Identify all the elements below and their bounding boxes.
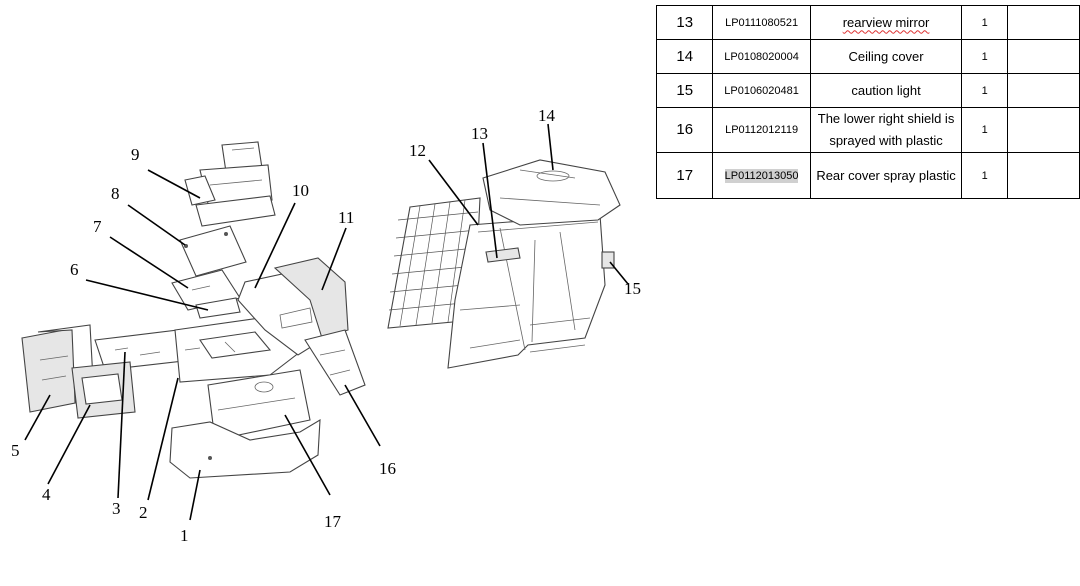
part-number: 16 [655, 107, 714, 153]
part-qty: 1 [961, 152, 1008, 199]
table-row: 15 LP0106020481 caution light 1 [655, 73, 1080, 108]
table-row: 16 LP0112012119 The lower right shield i… [655, 107, 1080, 153]
callout-5: 5 [11, 441, 20, 460]
part-name: Ceiling cover [809, 39, 963, 74]
callout-labels: 1 2 3 4 5 6 7 8 9 10 11 12 13 14 15 16 1… [11, 106, 641, 545]
part-code: LP0111080521 [712, 5, 811, 40]
part-number: 15 [655, 73, 714, 108]
part-note [1006, 73, 1080, 108]
part-note [1006, 5, 1080, 40]
callout-9: 9 [131, 145, 140, 164]
callout-15: 15 [624, 279, 641, 298]
part-note [1006, 107, 1080, 153]
callout-2: 2 [139, 503, 148, 522]
callout-7: 7 [93, 217, 102, 236]
table-row: 13 LP0111080521 rearview mirror 1 [655, 5, 1080, 40]
callout-12: 12 [409, 141, 426, 160]
callout-16: 16 [379, 459, 396, 478]
table-row: 17 LP0112013050 Rear cover spray plastic… [655, 152, 1080, 199]
callout-13: 13 [471, 124, 488, 143]
part-number: 17 [655, 152, 714, 199]
part-name-text: rearview mirror [842, 14, 930, 30]
part-code: LP0112013050 [712, 152, 811, 199]
part-number: 13 [655, 5, 714, 40]
callout-14: 14 [538, 106, 556, 125]
part-code: LP0108020004 [712, 39, 811, 74]
part-qty: 1 [961, 39, 1008, 74]
part-code: LP0112012119 [712, 107, 811, 153]
part-name: caution light [809, 73, 963, 108]
part-code-highlighted: LP0112013050 [724, 168, 799, 183]
parts-table: 13 LP0111080521 rearview mirror 1 14 LP0… [655, 5, 1080, 199]
part-qty: 1 [961, 73, 1008, 108]
callout-4: 4 [42, 485, 51, 504]
callout-8: 8 [111, 184, 120, 203]
part-name: Rear cover spray plastic [809, 152, 963, 199]
callout-3: 3 [112, 499, 121, 518]
part-name: The lower right shield is sprayed with p… [809, 107, 963, 153]
part-name: rearview mirror [809, 5, 963, 40]
left-assembly-drawing [21, 141, 366, 479]
part-note [1006, 39, 1080, 74]
table-row: 14 LP0108020004 Ceiling cover 1 [655, 39, 1080, 74]
callout-11: 11 [338, 208, 354, 227]
callout-17: 17 [324, 512, 342, 531]
leader-lines [24, 123, 629, 521]
part-code: LP0106020481 [712, 73, 811, 108]
part-number: 14 [655, 39, 714, 74]
callout-1: 1 [180, 526, 189, 545]
callout-6: 6 [70, 260, 79, 279]
part-note [1006, 152, 1080, 199]
part-qty: 1 [961, 107, 1008, 153]
right-cab-drawing [387, 159, 621, 369]
part-qty: 1 [961, 5, 1008, 40]
callout-10: 10 [292, 181, 309, 200]
